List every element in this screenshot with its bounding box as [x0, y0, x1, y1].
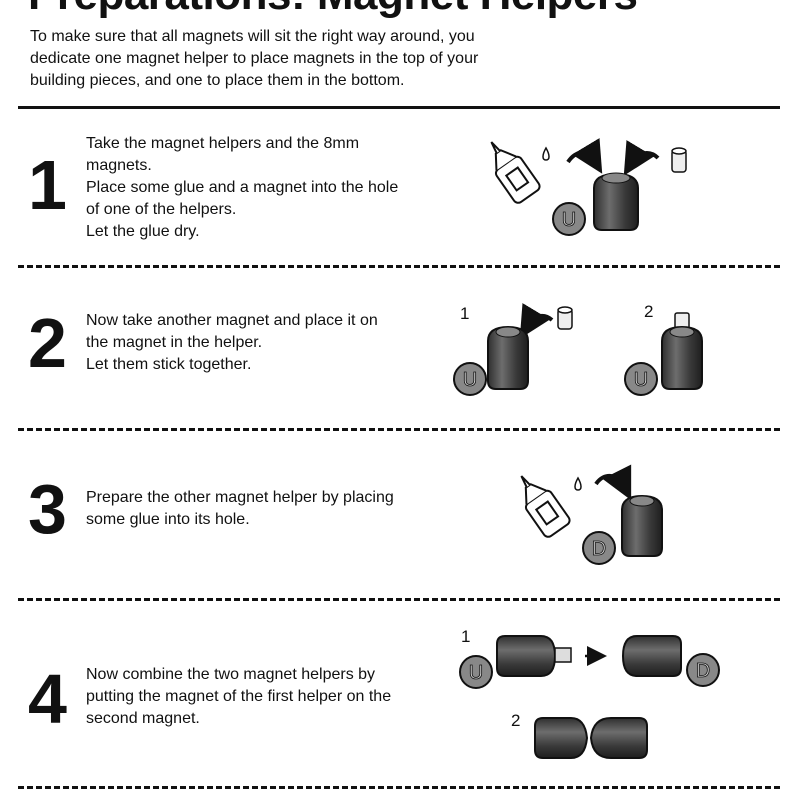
coin-d-icon: D — [582, 531, 616, 565]
step-4-illustration: 1 2 U D — [459, 627, 720, 759]
step-2-line: Now take another magnet and place it on — [86, 312, 378, 329]
step-4-line: Now combine the two magnet helpers by — [86, 666, 376, 683]
step-1-illustration: U — [490, 138, 687, 236]
step-divider — [18, 598, 780, 601]
coin-u-icon: U — [459, 655, 493, 689]
arrow-icon — [623, 140, 660, 176]
coin-d-icon: D — [686, 653, 720, 687]
sub-step-label: 2 — [644, 302, 653, 321]
step-divider — [18, 786, 780, 789]
step-1-line: of one of the helpers. — [86, 201, 237, 218]
arrow-icon — [594, 464, 632, 501]
step-2-text: Now take another magnet and place it on … — [86, 310, 378, 376]
step-3-line: Prepare the other magnet helper by placi… — [86, 489, 394, 506]
step-1-line: Let the glue dry. — [86, 223, 200, 240]
arrow-icon — [566, 138, 603, 174]
magnet-helper-icon — [621, 635, 682, 677]
step-4-number: 4 — [28, 660, 67, 738]
step-2-number: 2 — [28, 304, 67, 382]
header-divider — [18, 106, 780, 109]
step-3-text: Prepare the other magnet helper by placi… — [86, 487, 394, 531]
step-divider — [18, 428, 780, 431]
coin-letter: U — [469, 662, 483, 684]
magnet-helper-icon — [496, 635, 557, 677]
step-4-text: Now combine the two magnet helpers by pu… — [86, 664, 391, 730]
coin-letter: U — [634, 369, 648, 391]
step-1-text: Take the magnet helpers and the 8mm magn… — [86, 133, 398, 243]
coin-u-icon: U — [552, 202, 586, 236]
sub-step-label: 1 — [460, 304, 469, 323]
step-divider — [18, 265, 780, 268]
step-4-line: putting the magnet of the first helper o… — [86, 688, 392, 705]
coin-u-icon: U — [624, 362, 658, 396]
magnet-icon — [557, 306, 573, 330]
coin-u-icon: U — [453, 362, 487, 396]
magnet-helper-icon — [661, 325, 703, 390]
intro-line: dedicate one magnet helper to place magn… — [30, 50, 479, 67]
intro-line: building pieces, and one to place them i… — [30, 72, 405, 89]
coin-letter: D — [592, 538, 606, 560]
sub-step-label: 2 — [511, 711, 520, 730]
arrow-icon — [519, 303, 554, 339]
intro-line: To make sure that all magnets will sit t… — [30, 28, 475, 45]
magnet-helper-icon — [534, 717, 589, 759]
step-1-line: Take the magnet helpers and the 8mm — [86, 135, 360, 152]
glue-drop-icon — [574, 476, 582, 491]
page-title: Preparations: Magnet Helpers — [28, 0, 638, 20]
magnet-helper-icon — [593, 172, 639, 231]
step-1-number: 1 — [28, 146, 67, 224]
step-3-number: 3 — [28, 470, 67, 548]
magnet-icon — [554, 647, 572, 663]
step-3-illustration: D — [520, 464, 663, 565]
magnet-helper-icon — [487, 325, 529, 390]
intro-text: To make sure that all magnets will sit t… — [30, 26, 500, 92]
magnet-helper-icon — [621, 494, 663, 557]
step-2-illustration: 1 2 U U — [453, 302, 703, 396]
step-4-line: second magnet. — [86, 710, 200, 727]
magnet-icon — [671, 147, 687, 173]
step-3-line: some glue into its hole. — [86, 511, 250, 528]
step-2-line: Let them stick together. — [86, 356, 252, 373]
step-1-line: magnets. — [86, 157, 152, 174]
step-1-line: Place some glue and a magnet into the ho… — [86, 179, 399, 196]
glue-drop-icon — [542, 146, 550, 161]
coin-letter: U — [463, 369, 477, 391]
glue-bottle-icon — [490, 141, 541, 204]
coin-letter: D — [696, 660, 710, 682]
magnet-helper-icon — [589, 717, 648, 759]
glue-bottle-icon — [520, 475, 571, 538]
sub-step-label: 1 — [461, 627, 470, 646]
step-2-line: the magnet in the helper. — [86, 334, 263, 351]
coin-letter: U — [562, 209, 576, 231]
